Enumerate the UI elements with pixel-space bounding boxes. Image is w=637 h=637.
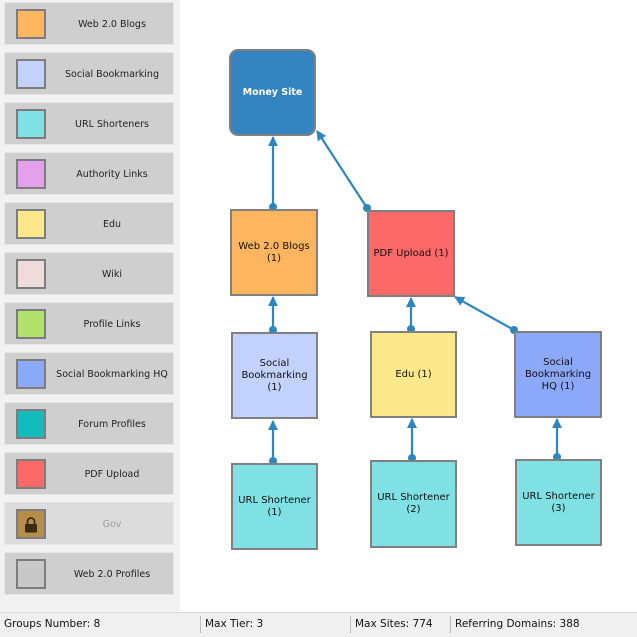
lock-icon: [25, 517, 37, 533]
palette-item-label: Profile Links: [83, 319, 141, 330]
node-edu[interactable]: Edu (1): [370, 331, 457, 418]
node-url-shortener-2[interactable]: URL Shortener (2): [370, 460, 457, 548]
link-socialhq-to-pdf: [454, 296, 515, 331]
palette-item-gov: Gov: [4, 502, 174, 545]
diagram-canvas[interactable]: Money Site Web 2.0 Blogs (1) PDF Upload …: [180, 0, 637, 612]
status-max-tier: Max Tier: 3: [205, 618, 264, 630]
swatch-edu: [16, 209, 46, 239]
swatch-gov: [16, 509, 46, 539]
status-referring-domains: Referring Domains: 388: [455, 618, 580, 630]
swatch-forum-profiles: [16, 409, 46, 439]
group-palette: Web 2.0 Blogs Social Bookmarking URL Sho…: [0, 0, 180, 612]
palette-item-web20-profiles[interactable]: Web 2.0 Profiles: [4, 552, 174, 595]
swatch-authority-links: [16, 159, 46, 189]
node-social-bookmarking-hq[interactable]: Social Bookmarking HQ (1): [514, 331, 602, 418]
status-groups-number: Groups Number: 8: [4, 618, 101, 630]
swatch-url-shorteners: [16, 109, 46, 139]
swatch-wiki: [16, 259, 46, 289]
status-bar: Groups Number: 8 Max Tier: 3 Max Sites: …: [0, 612, 637, 637]
palette-item-label: Edu: [102, 219, 122, 230]
palette-item-web20-blogs[interactable]: Web 2.0 Blogs: [4, 2, 174, 45]
palette-item-forum-profiles[interactable]: Forum Profiles: [4, 402, 174, 445]
palette-item-authority-links[interactable]: Authority Links: [4, 152, 174, 195]
palette-item-social-bookmarking[interactable]: Social Bookmarking: [4, 52, 174, 95]
link-pdf-to-money: [316, 130, 368, 209]
palette-item-label: Social Bookmarking: [64, 69, 159, 80]
palette-item-label: Social Bookmarking HQ: [56, 369, 168, 380]
swatch-social-bookmarking-hq: [16, 359, 46, 389]
swatch-web20-profiles: [16, 559, 46, 589]
node-web20-blogs[interactable]: Web 2.0 Blogs (1): [230, 209, 318, 296]
palette-item-label: Forum Profiles: [78, 419, 146, 430]
node-pdf-upload[interactable]: PDF Upload (1): [367, 210, 455, 297]
palette-item-pdf-upload[interactable]: PDF Upload: [4, 452, 174, 495]
status-separator: [200, 616, 201, 633]
status-max-sites: Max Sites: 774: [355, 618, 433, 630]
palette-item-profile-links[interactable]: Profile Links: [4, 302, 174, 345]
status-separator: [350, 616, 351, 633]
palette-item-label: Web 2.0 Blogs: [78, 19, 146, 30]
palette-item-label: Gov: [102, 519, 122, 530]
palette-item-wiki[interactable]: Wiki: [4, 252, 174, 295]
palette-item-label: Wiki: [102, 269, 122, 280]
node-money-site[interactable]: Money Site: [229, 49, 316, 136]
palette-item-label: Web 2.0 Profiles: [73, 569, 151, 580]
palette-item-label: URL Shorteners: [75, 119, 149, 130]
node-url-shortener-1[interactable]: URL Shortener (1): [231, 463, 318, 550]
swatch-pdf-upload: [16, 459, 46, 489]
swatch-social-bookmarking: [16, 59, 46, 89]
palette-item-social-bookmarking-hq[interactable]: Social Bookmarking HQ: [4, 352, 174, 395]
swatch-profile-links: [16, 309, 46, 339]
palette-item-label: Authority Links: [76, 169, 148, 180]
node-url-shortener-3[interactable]: URL Shortener (3): [515, 459, 602, 546]
status-separator: [450, 616, 451, 633]
palette-item-url-shorteners[interactable]: URL Shorteners: [4, 102, 174, 145]
node-social-bookmarking[interactable]: Social Bookmarking (1): [231, 332, 318, 419]
palette-item-label: PDF Upload: [84, 469, 140, 480]
palette-item-edu[interactable]: Edu: [4, 202, 174, 245]
swatch-web20-blogs: [16, 9, 46, 39]
